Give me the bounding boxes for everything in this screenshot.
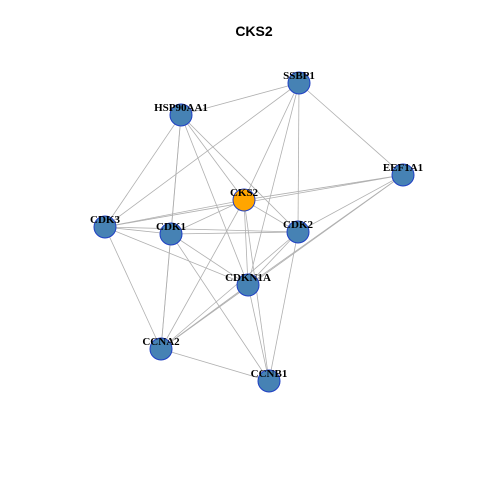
- node-label-eef1a1: EEF1A1: [383, 162, 423, 174]
- node-layer: [93, 71, 415, 393]
- edge-eef1a1-cks2: [243, 174, 404, 201]
- edge-cks2-cdkn1a: [243, 199, 249, 286]
- node-hsp90aa1[interactable]: [169, 103, 193, 127]
- edge-hsp90aa1-cdk2: [180, 114, 299, 233]
- edge-cdk1-cdk2: [170, 231, 299, 235]
- edge-hsp90aa1-cks2: [180, 114, 245, 201]
- edge-ssbp1-cks2: [243, 82, 300, 201]
- node-cdk3[interactable]: [93, 215, 117, 239]
- edge-cdk1-ccnb1: [170, 233, 270, 382]
- edge-cdk2-ccna2: [160, 231, 299, 350]
- diagram-title: CKS2: [235, 23, 273, 39]
- node-label-cdk2: CDK2: [283, 219, 313, 231]
- node-cdk1[interactable]: [159, 222, 183, 246]
- node-label-cdk1: CDK1: [156, 221, 186, 233]
- edge-cks2-cdk1: [170, 199, 245, 235]
- node-ccna2[interactable]: [149, 337, 173, 361]
- edge-hsp90aa1-cdk3: [104, 114, 182, 228]
- edge-cdk1-ccna2: [160, 233, 172, 350]
- edge-eef1a1-cdk2: [297, 174, 404, 233]
- edge-ccna2-ccnb1: [160, 348, 270, 382]
- node-label-cdkn1a: CDKN1A: [225, 272, 271, 284]
- edge-ssbp1-cdk3: [104, 82, 300, 228]
- edge-layer: [104, 82, 404, 382]
- node-label-cks2: CKS2: [230, 187, 259, 199]
- edge-cdk1-cdkn1a: [170, 233, 249, 286]
- node-cks2[interactable]: [232, 188, 256, 212]
- edge-ssbp1-cdkn1a: [247, 82, 300, 286]
- edge-ssbp1-hsp90aa1: [180, 82, 300, 116]
- node-label-ssbp1: SSBP1: [283, 70, 315, 82]
- edge-cdk2-ccnb1: [268, 231, 299, 382]
- edge-cks2-cdk3: [104, 199, 245, 228]
- edge-cks2-ccna2: [160, 199, 245, 350]
- node-cdkn1a[interactable]: [236, 273, 260, 297]
- edge-ssbp1-eef1a1: [298, 82, 404, 176]
- node-label-hsp90aa1: HSP90AA1: [154, 102, 208, 114]
- node-cdk2[interactable]: [286, 220, 310, 244]
- edge-ssbp1-cdk2: [297, 82, 300, 233]
- edge-eef1a1-ccna2: [160, 174, 404, 350]
- node-label-ccna2: CCNA2: [142, 336, 180, 348]
- node-eef1a1[interactable]: [391, 163, 415, 187]
- edge-cdk3-ccna2: [104, 226, 162, 350]
- edge-cdkn1a-ccnb1: [247, 284, 270, 382]
- node-ccnb1[interactable]: [257, 369, 281, 393]
- node-ssbp1[interactable]: [287, 71, 311, 95]
- edge-cdk2-cdkn1a: [247, 231, 299, 286]
- edge-cdk3-cdk2: [104, 226, 299, 233]
- edge-cdk3-cdkn1a: [104, 226, 249, 286]
- edge-hsp90aa1-cdkn1a: [180, 114, 249, 286]
- node-label-ccnb1: CCNB1: [251, 368, 288, 380]
- edge-cdkn1a-ccna2: [160, 284, 249, 350]
- node-label-cdk3: CDK3: [90, 214, 120, 226]
